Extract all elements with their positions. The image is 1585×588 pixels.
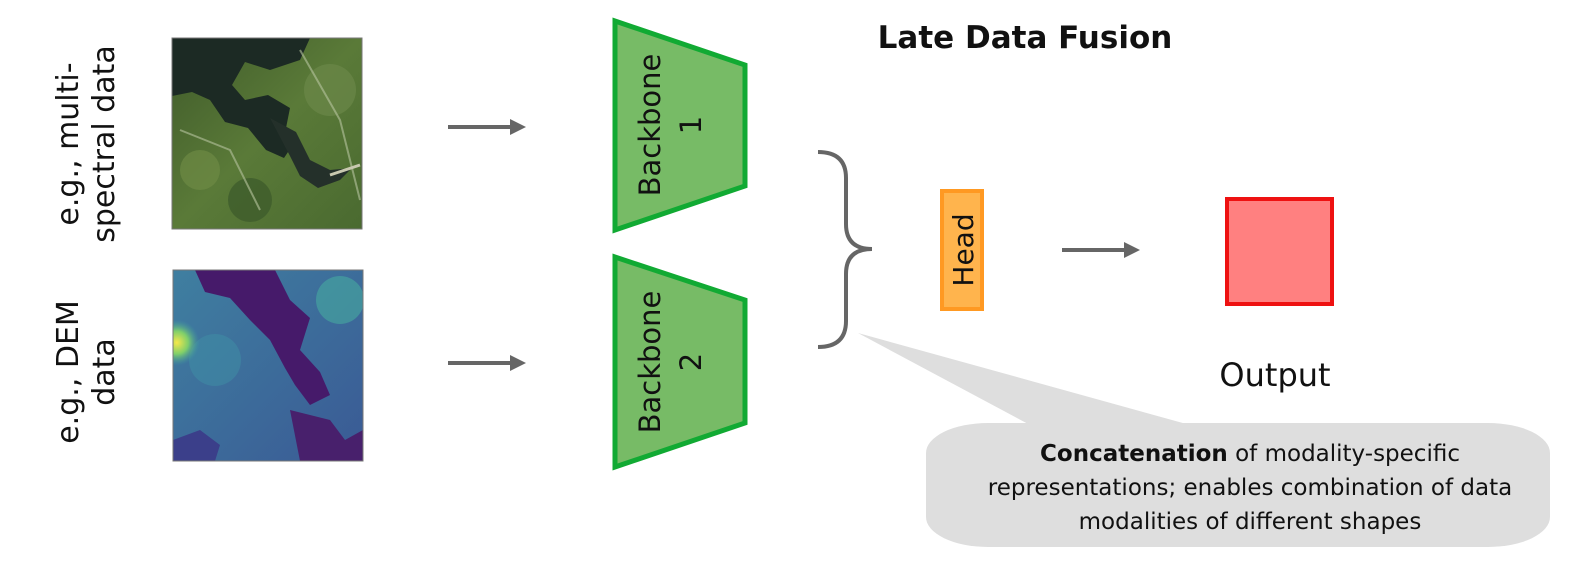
- backbone-1-number: 1: [674, 116, 708, 134]
- output-label: Output: [1219, 356, 1331, 394]
- concatenation-brace: [817, 150, 873, 349]
- arrow-input-1: [448, 119, 526, 135]
- concatenation-callout-text: Concatenation of modality-specific repre…: [950, 437, 1550, 539]
- callout-bold-term: Concatenation: [1040, 441, 1228, 467]
- dem-heatmap-thumbnail: [173, 270, 363, 461]
- callout-line2: representations; enables combination of …: [987, 475, 1513, 501]
- head-block: Head: [940, 189, 984, 311]
- satellite-image-thumbnail: [172, 38, 362, 229]
- backbone-2-name: Backbone: [633, 291, 667, 434]
- backbone-1: Backbone 1: [612, 17, 748, 234]
- concatenation-callout-bubble: [858, 333, 1550, 547]
- output-block: [1225, 197, 1334, 306]
- multispectral-label-line1: e.g., multi-: [51, 62, 86, 226]
- multispectral-label-line2: spectral data: [87, 45, 122, 243]
- head-label: Head: [947, 213, 980, 286]
- dem-data-label: e.g., DEM data: [51, 252, 123, 492]
- arrow-head-to-output: [1062, 242, 1140, 258]
- callout-line1-rest: of modality-specific: [1227, 441, 1460, 467]
- backbone-2-number: 2: [674, 353, 708, 371]
- backbone-2: Backbone 2: [612, 253, 748, 471]
- diagram-title: Late Data Fusion: [877, 20, 1173, 56]
- backbone-1-name: Backbone: [633, 54, 667, 197]
- callout-line3: modalities of different shapes: [1078, 509, 1422, 535]
- multispectral-data-label: e.g., multi- spectral data: [51, 24, 123, 264]
- dem-label-line1: e.g., DEM: [51, 300, 86, 444]
- dem-label-line2: data: [87, 338, 122, 406]
- arrow-input-2: [448, 355, 526, 371]
